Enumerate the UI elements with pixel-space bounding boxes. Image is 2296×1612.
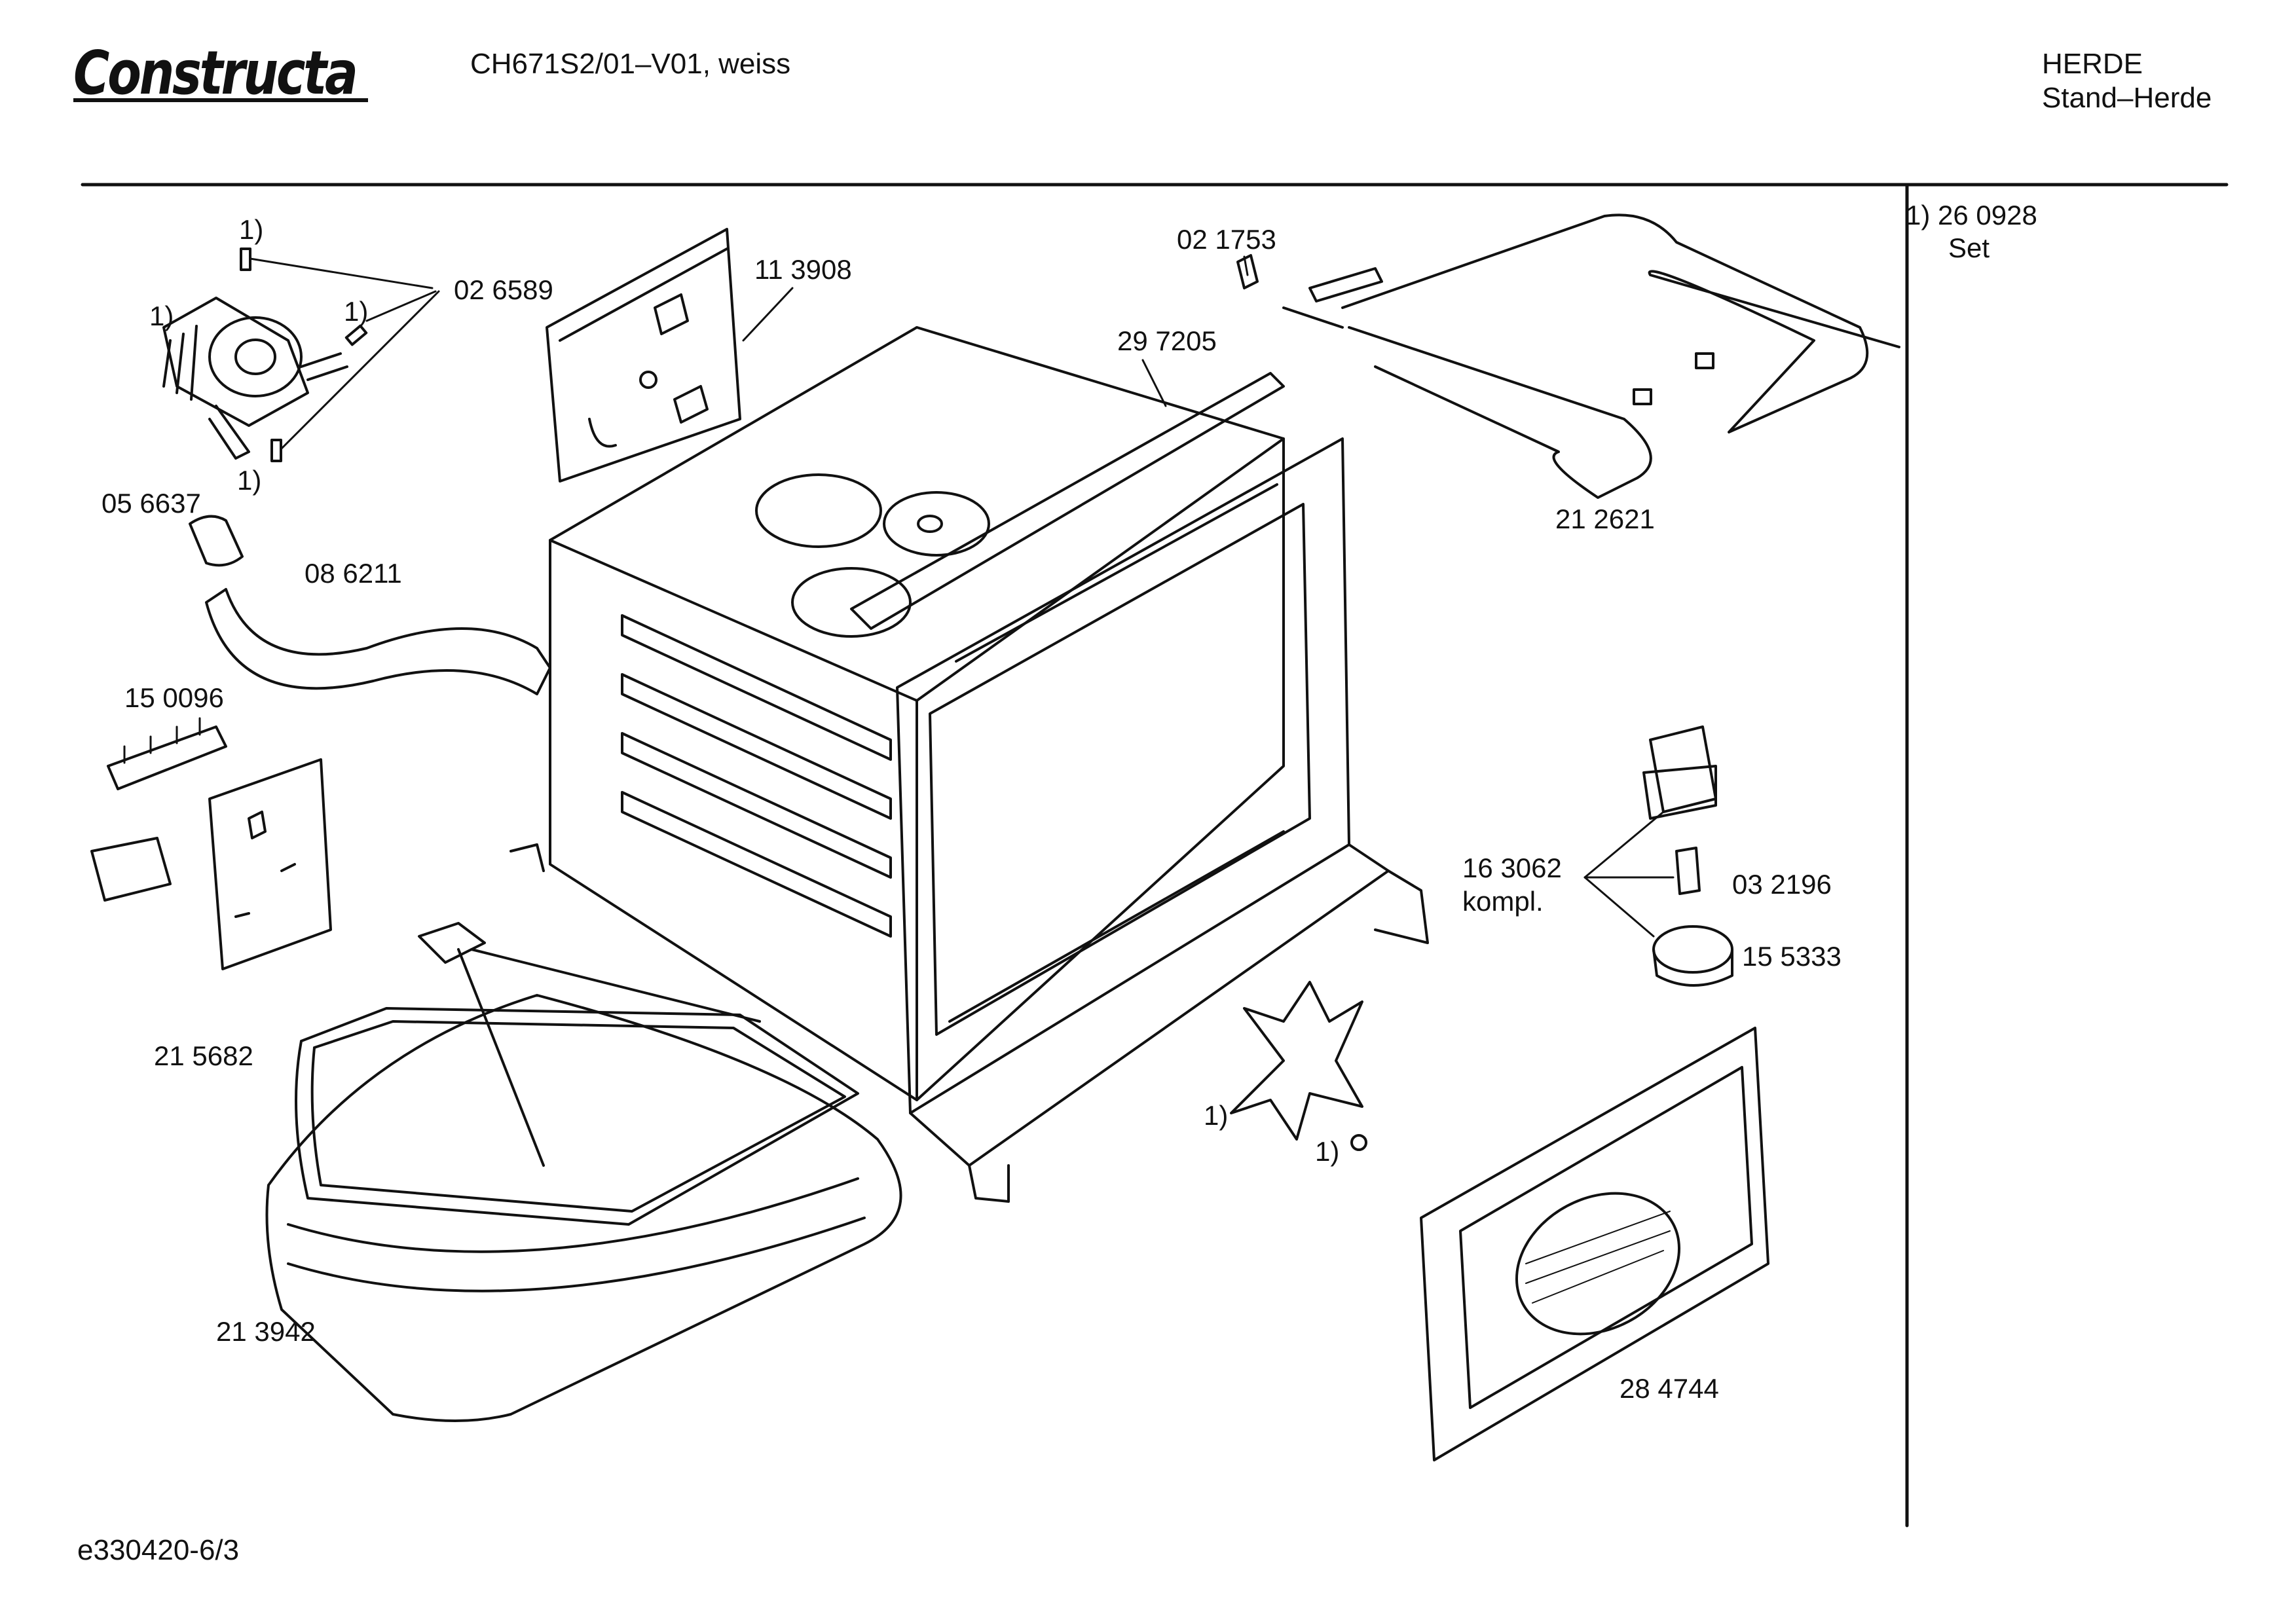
control-bracket-drawing	[208, 758, 332, 970]
oven-cavity-drawing	[549, 326, 1429, 1203]
model-number: CH671S2/01–V01, weiss	[470, 48, 791, 80]
label-150096: 15 0096	[124, 682, 224, 713]
label-297205: 29 7205	[1117, 325, 1217, 356]
brand-logo-underline	[73, 98, 368, 102]
label-113908: 11 3908	[754, 254, 852, 285]
label-215682: 21 5682	[154, 1040, 253, 1071]
label-163062: 16 3062	[1462, 852, 1562, 883]
sleeve-056637-drawing	[189, 515, 244, 567]
label-213942: 21 3942	[216, 1316, 316, 1347]
label-ref-1-e: 1)	[1204, 1100, 1229, 1131]
switch-drawing	[90, 837, 172, 902]
footnote-desc: Set	[1948, 232, 1990, 263]
fan-nut-drawing	[1350, 1134, 1367, 1151]
leader-113908	[742, 287, 794, 342]
category-subtitle: Stand–Herde	[2042, 82, 2212, 114]
label-ref-1-c: 1)	[344, 296, 369, 327]
connector-021753	[1236, 254, 1259, 289]
label-284744: 28 4744	[1620, 1373, 1719, 1404]
clip-2	[344, 324, 368, 346]
hose-086211-drawing	[205, 588, 551, 695]
clip-1	[240, 247, 251, 271]
label-ref-1-a: 1)	[239, 214, 264, 245]
upper-heating-element-drawing	[1282, 213, 1900, 499]
leader-297205	[1141, 359, 1167, 407]
lower-heating-element-drawing	[295, 843, 859, 1226]
rear-cover-drawing	[1420, 1027, 1769, 1461]
label-086211: 08 6211	[305, 558, 402, 589]
leader-021753	[1243, 255, 1249, 276]
label-ref-1-d: 1)	[237, 465, 262, 496]
category-title: HERDE	[2042, 48, 2143, 80]
leader-026589-b	[365, 290, 437, 322]
terminal-block-drawing	[107, 725, 227, 790]
leader-163062-a	[1583, 811, 1665, 879]
brand-logo: Constructa	[73, 38, 358, 108]
leader-163062-c	[1583, 876, 1655, 938]
label-032196: 03 2196	[1732, 869, 1832, 900]
label-026589: 02 6589	[454, 274, 553, 305]
footnote-code: 1) 26 0928	[1906, 200, 2037, 230]
top-rail-drawing	[850, 372, 1285, 630]
label-056637: 05 6637	[102, 488, 201, 519]
document-id: e330420-6/3	[77, 1534, 240, 1566]
fan-impeller-drawing	[1230, 981, 1363, 1141]
leader-026589-c	[280, 290, 440, 450]
lamp-assembly-drawing	[1642, 725, 1733, 987]
label-021753: 02 1753	[1177, 224, 1276, 255]
fan-motor-drawing	[162, 297, 348, 460]
label-kompl: kompl.	[1462, 886, 1544, 917]
label-155333: 15 5333	[1742, 941, 1842, 972]
label-ref-1-f: 1)	[1315, 1136, 1340, 1167]
door-seal-drawing	[265, 994, 902, 1422]
back-panel-drawing	[546, 228, 741, 483]
leader-026589-a	[249, 257, 434, 289]
clip-3	[270, 439, 282, 462]
label-ref-1-b: 1)	[149, 301, 174, 331]
label-212621: 21 2621	[1555, 504, 1655, 534]
